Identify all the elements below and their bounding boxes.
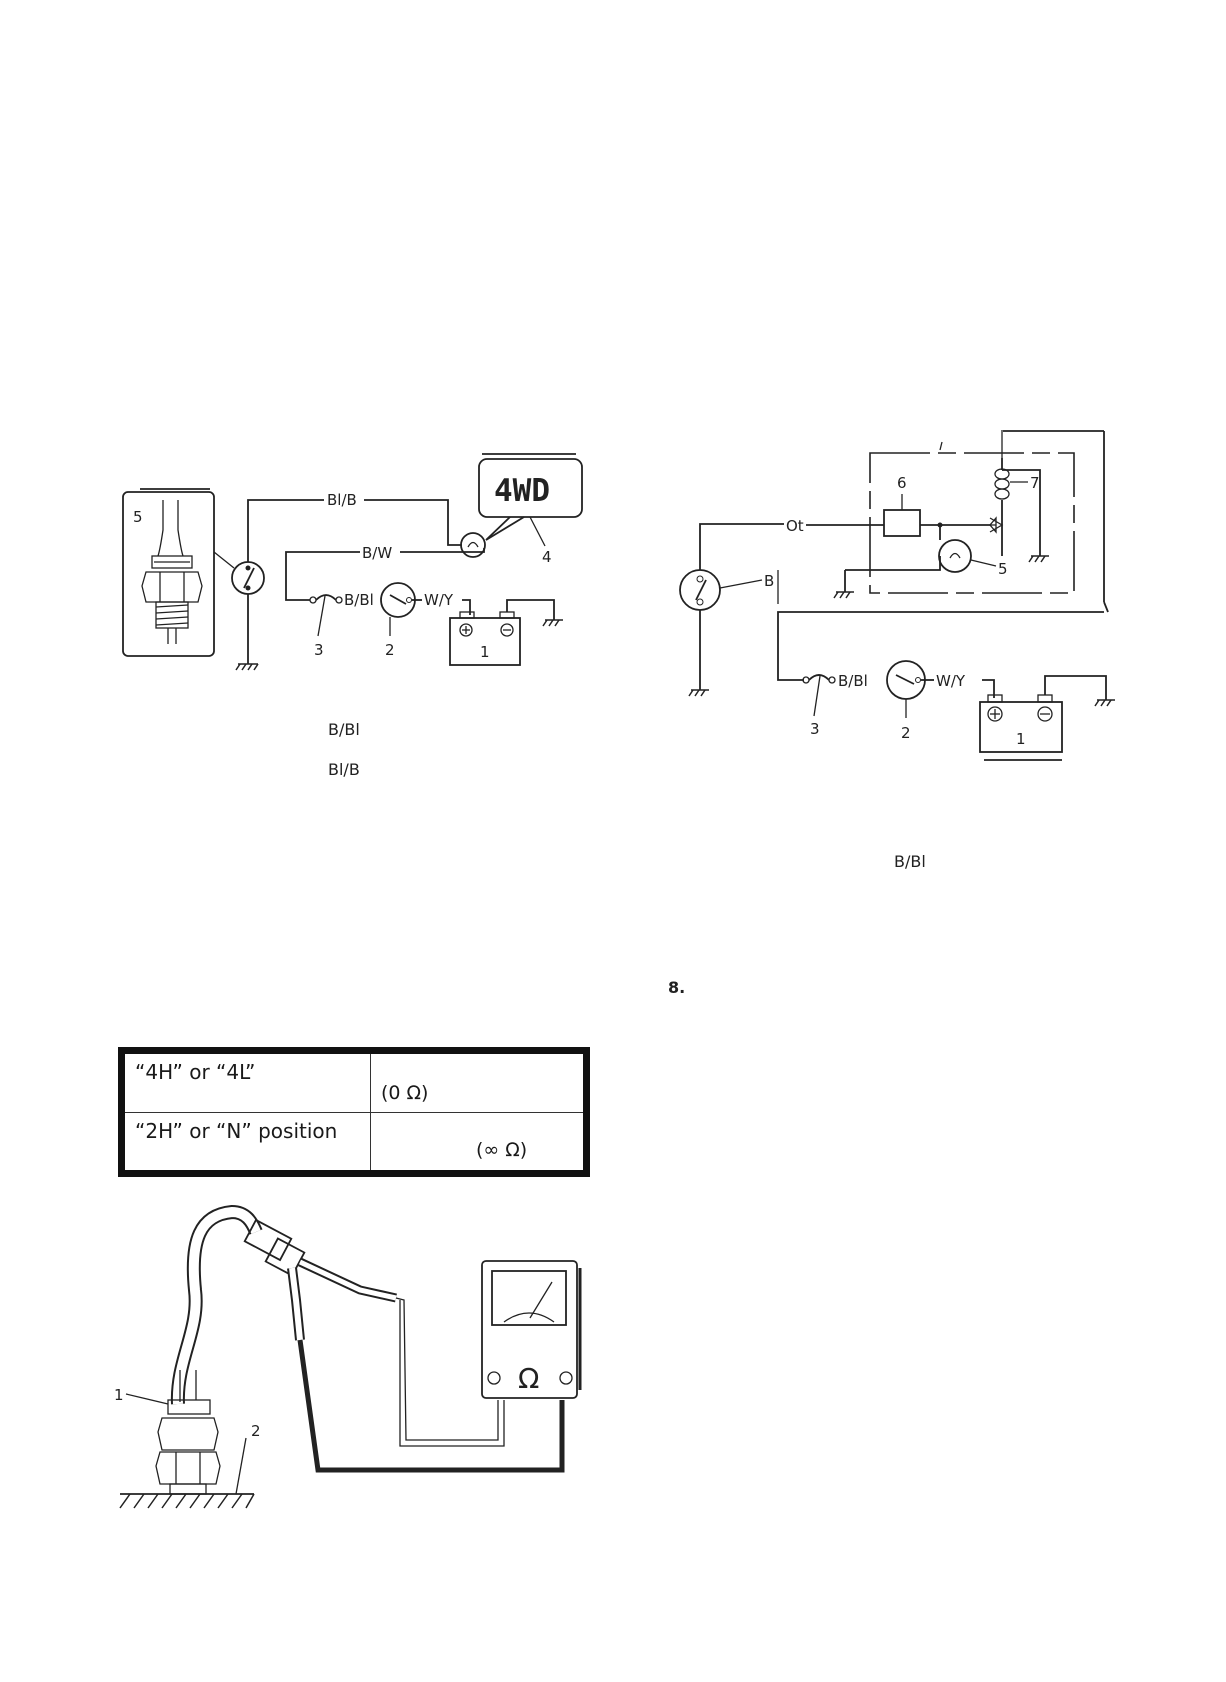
callout-5-left: 5	[133, 508, 143, 526]
callout-4-left: 4	[542, 548, 552, 566]
wire-label-b-bl-left: B/Bl	[344, 591, 374, 609]
wire-note-b-bl: B/Bl	[328, 720, 360, 739]
value-cell: (∞ Ω)	[371, 1112, 587, 1174]
continuity-spec-table: “4H” or “4L” (0 Ω) “2H” or “N” position …	[118, 1047, 590, 1177]
callout-2-left: 2	[385, 641, 395, 659]
wire-label-b-w: B/W	[362, 544, 392, 562]
battery-symbol-left: 1	[450, 612, 520, 665]
position-cell: “2H” or “N” position	[122, 1112, 371, 1174]
section-number: 8.	[668, 978, 685, 997]
4wd-indicator-badge: 4WD	[479, 454, 582, 540]
wire-note-bl-b: Bl/B	[328, 760, 360, 779]
right-wire-note-b-bl: B/Bl	[894, 852, 926, 871]
svg-text:Bl/B: Bl/B	[327, 491, 357, 509]
table-row: “2H” or “N” position (∞ Ω)	[122, 1112, 587, 1174]
wire-label-w-y-left: W/Y	[424, 591, 454, 609]
indicator-lamp-symbol	[461, 533, 485, 557]
value-cell: (0 Ω)	[371, 1051, 587, 1113]
svg-text:1: 1	[480, 643, 490, 661]
sensor-inset: 5	[123, 489, 214, 656]
svg-text:4WD: 4WD	[494, 473, 550, 509]
callout-3-left: 3	[314, 641, 324, 659]
table-row: “4H” or “4L” (0 Ω)	[122, 1051, 587, 1113]
position-cell: “4H” or “4L”	[122, 1051, 371, 1113]
